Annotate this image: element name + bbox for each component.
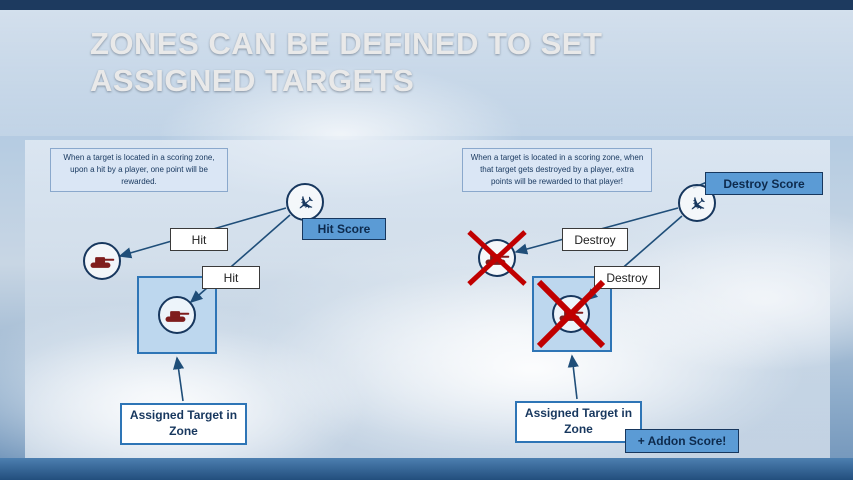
- plane-badge-left: ✈: [286, 183, 324, 221]
- slide-title-line1: ZONES CAN BE DEFINED TO SET: [90, 26, 603, 61]
- assigned-target-label-right: Assigned Target in Zone: [515, 401, 642, 443]
- tank-icon: [559, 310, 584, 321]
- assigned-target-label-left: Assigned Target in Zone: [120, 403, 247, 445]
- tank-in-zone-badge-left: [158, 296, 196, 334]
- plane-icon: ✈: [290, 187, 320, 217]
- assigned-target-text-right: Assigned Target in Zone: [524, 406, 633, 436]
- right-info-text: When a target is located in a scoring zo…: [470, 153, 644, 186]
- hit-label-2-text: Hit: [223, 270, 239, 285]
- hit-score-badge: Hit Score: [302, 218, 386, 240]
- tank-target-badge-right: [478, 239, 516, 277]
- tank-in-zone-badge-right: [552, 295, 590, 333]
- hit-label-2: Hit: [202, 266, 260, 289]
- top-strip: [0, 0, 853, 10]
- tank-icon: [485, 254, 510, 265]
- addon-score-label: + Addon Score!: [637, 434, 727, 448]
- destroy-score-label: Destroy Score: [723, 176, 805, 191]
- hit-label-1-text: Hit: [191, 232, 207, 247]
- right-info-note: When a target is located in a scoring zo…: [462, 148, 652, 192]
- assigned-target-text-left: Assigned Target in Zone: [129, 408, 238, 438]
- left-info-text: When a target is located in a scoring zo…: [63, 153, 215, 186]
- destroy-label-1: Destroy: [562, 228, 628, 251]
- tank-icon: [90, 257, 115, 268]
- title-band: [0, 10, 853, 136]
- slide-title-line2: ASSIGNED TARGETS: [90, 62, 415, 98]
- destroy-score-badge: Destroy Score: [705, 172, 823, 195]
- hit-label-1: Hit: [170, 228, 228, 251]
- destroy-label-2-text: Destroy: [606, 270, 648, 285]
- content-panel: When a target is located in a scoring zo…: [25, 140, 830, 458]
- hit-score-label: Hit Score: [317, 222, 371, 236]
- destroy-label-2: Destroy: [594, 266, 660, 289]
- bottom-strip: [0, 458, 853, 480]
- slide-title: ZONES CAN BE DEFINED TO SET ASSIGNED TAR…: [90, 26, 602, 99]
- addon-score-badge: + Addon Score!: [625, 429, 739, 453]
- tank-icon: [165, 311, 190, 322]
- left-info-note: When a target is located in a scoring zo…: [50, 148, 228, 192]
- tank-target-badge-left: [83, 242, 121, 280]
- destroy-label-1-text: Destroy: [574, 232, 616, 247]
